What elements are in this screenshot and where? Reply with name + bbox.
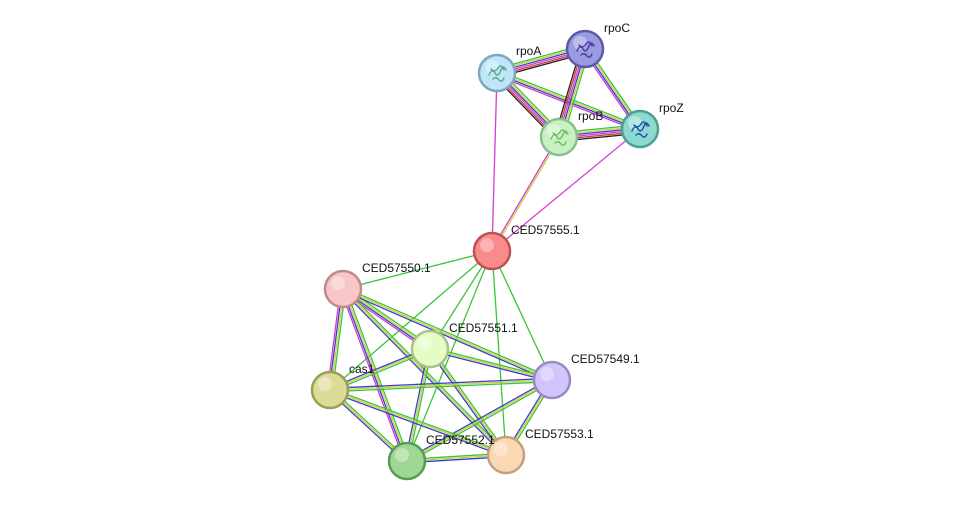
node-highlight	[628, 116, 642, 130]
node-circle[interactable]	[310, 370, 350, 410]
structure-ribbon	[550, 129, 569, 146]
node-label-ced57553-1: CED57553.1	[525, 427, 594, 441]
structure-ribbon	[488, 65, 507, 82]
edge-ced57549-1-cas1[interactable]	[329, 377, 553, 393]
protein-structure-icon	[488, 65, 507, 82]
edge-strand-yellow	[342, 288, 507, 456]
edge-ced57551-1-ced57553-1[interactable]	[428, 347, 508, 457]
node-circle[interactable]	[620, 109, 660, 149]
edge-strand-yellow	[329, 379, 553, 391]
edge-strand-blue	[341, 289, 407, 462]
node-highlight	[494, 442, 508, 456]
edge-strand-blue	[329, 377, 552, 389]
node-highlight	[547, 124, 561, 138]
edge-ced57550-1-ced57549-1[interactable]	[342, 286, 553, 383]
edge-strand-blue	[429, 350, 552, 383]
edge-strand-yellow	[343, 288, 409, 461]
node-highlight	[395, 448, 409, 462]
edge-ced57549-1-ced57552-1[interactable]	[405, 377, 554, 464]
edge-strand-blue	[329, 390, 506, 458]
edge-strand-yellow	[429, 348, 553, 381]
edge-strand-yellow	[329, 389, 507, 456]
edge-strand-blue	[342, 289, 552, 383]
node-rpoa[interactable]	[477, 53, 517, 93]
node-highlight	[331, 276, 345, 290]
edge-cas1-ced57553-1[interactable]	[329, 387, 507, 458]
node-highlight	[573, 36, 587, 50]
node-highlight	[318, 377, 332, 391]
edge-strand-green	[344, 287, 410, 461]
node-circle[interactable]	[486, 435, 526, 475]
edge-ced57555-1-rpoa[interactable]	[491, 72, 498, 252]
labels-layer: rpoA rpoC rpoB rpoZ CED57555.1CED57550.1CED5…	[349, 21, 684, 447]
edge-strand-green	[407, 380, 554, 464]
node-ced57550-1[interactable]	[323, 269, 363, 309]
node-circle[interactable]	[472, 231, 512, 271]
node-rpoc[interactable]	[565, 29, 605, 69]
node-label-cas1: cas1	[349, 362, 375, 376]
edge-strand-blue	[428, 349, 506, 457]
node-ced57552-1[interactable]	[387, 441, 427, 481]
node-label-ced57551-1: CED57551.1	[449, 321, 518, 335]
node-label-rpoz: rpoZ	[659, 101, 684, 115]
edge-strand-green	[491, 250, 553, 381]
node-ced57549-1[interactable]	[532, 360, 572, 400]
node-label-ced57555-1: CED57555.1	[511, 223, 580, 237]
node-circle[interactable]	[539, 117, 579, 157]
node-highlight	[540, 367, 554, 381]
edge-strand-green	[430, 346, 553, 379]
edge-strand-green	[330, 381, 553, 393]
node-ced57553-1[interactable]	[486, 435, 526, 475]
node-cas1[interactable]	[310, 370, 350, 410]
structure-ribbon	[631, 121, 650, 138]
edge-strand-yellow	[429, 348, 507, 456]
structure-ribbon	[576, 41, 595, 58]
node-circle[interactable]	[532, 360, 572, 400]
edge-strand-yellow	[342, 288, 553, 381]
edge-ced57555-1-ced57553-1[interactable]	[491, 250, 507, 456]
node-ced57555-1[interactable]	[472, 231, 512, 271]
edge-strand-green	[343, 286, 553, 380]
edge-ced57555-1-rpoz[interactable]	[491, 128, 641, 252]
protein-structure-icon	[631, 121, 650, 138]
nodes-layer	[310, 29, 660, 481]
protein-structure-icon	[576, 41, 595, 58]
node-circle[interactable]	[410, 329, 450, 369]
edge-strand-green	[330, 387, 507, 455]
node-rpob[interactable]	[539, 117, 579, 157]
edge-ced57551-1-ced57549-1[interactable]	[429, 346, 553, 383]
edge-strand-magenta	[490, 136, 559, 251]
edge-ced57550-1-ced57552-1[interactable]	[340, 287, 410, 463]
node-circle[interactable]	[565, 29, 605, 69]
node-highlight	[485, 60, 499, 74]
edge-ced57555-1-ced57550-1[interactable]	[342, 250, 493, 290]
node-ced57551-1[interactable]	[410, 329, 450, 369]
node-label-ced57550-1: CED57550.1	[362, 261, 431, 275]
edge-strand-green	[430, 347, 508, 455]
node-label-rpob: rpoB	[578, 109, 603, 123]
node-label-rpoc: rpoC	[604, 21, 630, 35]
node-circle[interactable]	[477, 53, 517, 93]
node-circle[interactable]	[387, 441, 427, 481]
edge-strand-magenta	[491, 72, 498, 252]
edge-ced57555-1-rpob[interactable]	[490, 136, 561, 252]
node-highlight	[480, 238, 494, 252]
edge-strand-green	[342, 250, 493, 290]
node-circle[interactable]	[323, 269, 363, 309]
edge-strand-yellow	[406, 379, 553, 462]
edge-strand-green	[491, 250, 507, 456]
edge-strand-magenta	[340, 289, 406, 463]
node-label-rpoa: rpoA	[516, 44, 541, 58]
edge-ced57555-1-ced57549-1[interactable]	[491, 250, 553, 381]
edge-strand-blue	[405, 377, 552, 461]
node-label-ced57552-1: CED57552.1	[426, 433, 495, 447]
edge-strand-magenta	[491, 128, 641, 252]
node-highlight	[418, 336, 432, 350]
edge-strand-yellow	[492, 137, 561, 252]
node-rpoz[interactable]	[620, 109, 660, 149]
protein-structure-icon	[550, 129, 569, 146]
node-label-ced57549-1: CED57549.1	[571, 352, 640, 366]
